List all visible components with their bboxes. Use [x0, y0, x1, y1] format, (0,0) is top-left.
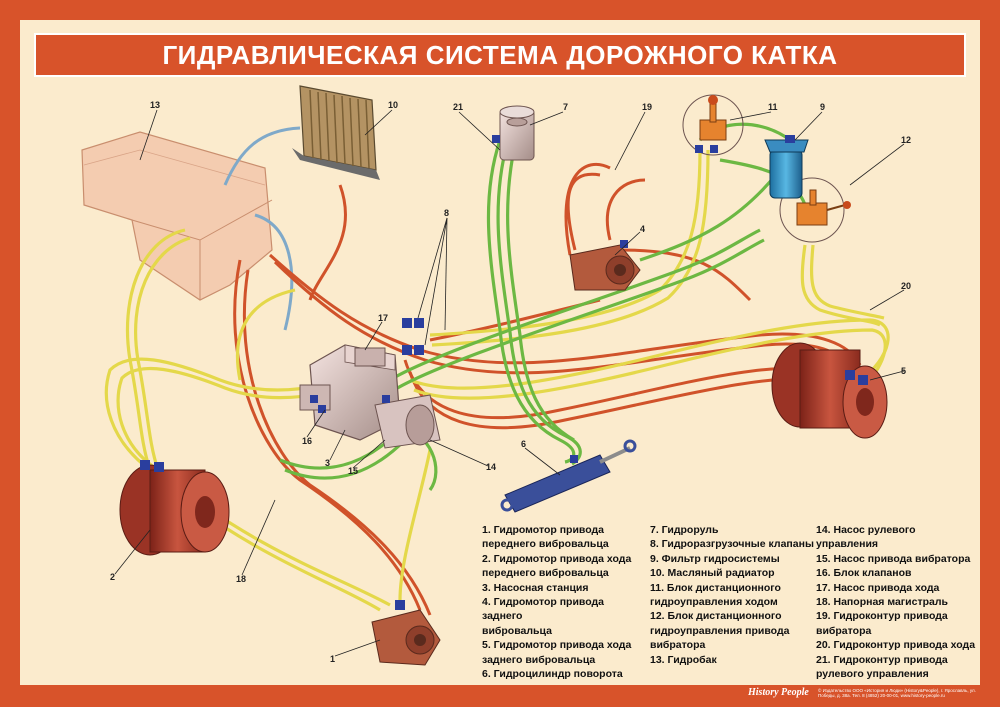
- fittings: [140, 135, 868, 610]
- return-lines: [223, 126, 301, 331]
- legend-item: 11. Блок дистанционного гидроуправления …: [650, 581, 781, 609]
- callout-4: 4: [640, 224, 645, 234]
- legend-item: 1. Гидромотор привода переднего вибровал…: [482, 524, 609, 551]
- legend-column-1: 1. Гидромотор привода переднего вибровал…: [482, 523, 647, 681]
- page-title: ГИДРАВЛИЧЕСКАЯ СИСТЕМА ДОРОЖНОГО КАТКА: [162, 39, 838, 70]
- callout-18: 18: [236, 574, 246, 584]
- front-travel-motor: [119, 464, 230, 556]
- callout-15: 15: [348, 466, 358, 476]
- callout-20: 20: [901, 281, 911, 291]
- legend-item: 12. Блок дистанционного гидроуправления …: [650, 610, 790, 652]
- pump-station: [299, 344, 441, 449]
- front-drum-motor: [371, 609, 441, 666]
- publisher-fine-print: © Издательство ООО «История и Люди» (His…: [818, 688, 976, 698]
- callout-19: 19: [642, 102, 652, 112]
- legend-column-3: 14. Насос рулевого управления 15. Насос …: [816, 523, 976, 681]
- callout-9: 9: [820, 102, 825, 112]
- steering-cylinder: [500, 439, 637, 513]
- callout-16: 16: [302, 436, 312, 446]
- legend-item: 10. Масляный радиатор: [650, 567, 775, 580]
- callout-5: 5: [901, 366, 906, 376]
- legend-item: 19. Гидроконтур привода вибратора: [816, 610, 948, 637]
- callout-13: 13: [150, 100, 160, 110]
- callout-12: 12: [901, 135, 911, 145]
- callout-11: 11: [768, 102, 778, 112]
- legend-item: 9. Фильтр гидросистемы: [650, 552, 780, 565]
- publisher-logo: History People: [748, 687, 809, 698]
- legend-item: 8. Гидроразгрузочные клапаны: [650, 538, 814, 551]
- callout-leaders: [114, 109, 905, 657]
- steering-unit: [499, 105, 535, 161]
- publisher-footer: History People © Издательство ООО «Истор…: [748, 687, 988, 703]
- legend-column-2: 7. Гидроруль 8. Гидроразгрузочные клапан…: [650, 523, 815, 667]
- callout-17: 17: [378, 313, 388, 323]
- title-bar: ГИДРАВЛИЧЕСКАЯ СИСТЕМА ДОРОЖНОГО КАТКА: [34, 33, 966, 77]
- legend-item: 17. Насос привода хода: [816, 581, 940, 594]
- callout-7: 7: [563, 102, 568, 112]
- callout-numbers: 13 10 21 7 19 11 9 12 8 4 17 20 5 16 3 1…: [110, 100, 911, 664]
- rear-travel-motor: [771, 342, 888, 439]
- rear-drum-motor: [569, 244, 641, 291]
- callout-10: 10: [388, 100, 398, 110]
- control-block-vibrator: [779, 177, 851, 243]
- control-block-travel: [682, 94, 744, 156]
- oil-cooler: [292, 85, 380, 180]
- legend-item: 6. Гидроцилиндр поворота: [482, 668, 623, 681]
- legend-item: 4. Гидромотор привода заднего вибровальц…: [482, 596, 605, 637]
- hydraulic-tank: [81, 131, 273, 301]
- legend-item: 21. Гидроконтур привода рулевого управле…: [816, 653, 948, 681]
- callout-2: 2: [110, 572, 115, 582]
- legend-item: 7. Гидроруль: [650, 524, 719, 536]
- callout-1: 1: [330, 654, 335, 664]
- legend-item: 3. Насосная станция: [482, 581, 589, 594]
- legend-item: 16. Блок клапанов: [816, 567, 912, 580]
- legend-item: 2. Гидромотор привода хода переднего виб…: [482, 552, 632, 580]
- legend-item: 14. Насос рулевого управления: [816, 524, 916, 551]
- callout-6: 6: [521, 439, 526, 449]
- legend-item: 15. Насос привода вибратора: [816, 552, 971, 565]
- legend-item: 20. Гидроконтур привода хода: [816, 639, 976, 652]
- callout-21: 21: [453, 102, 463, 112]
- callout-14: 14: [486, 462, 496, 472]
- callout-8: 8: [444, 208, 449, 218]
- hydraulic-filter: [764, 139, 809, 199]
- legend-item: 5. Гидромотор привода хода заднего вибро…: [482, 639, 632, 666]
- legend-item: 13. Гидробак: [650, 653, 717, 666]
- legend-item: 18. Напорная магистраль: [816, 596, 948, 609]
- callout-3: 3: [325, 458, 330, 468]
